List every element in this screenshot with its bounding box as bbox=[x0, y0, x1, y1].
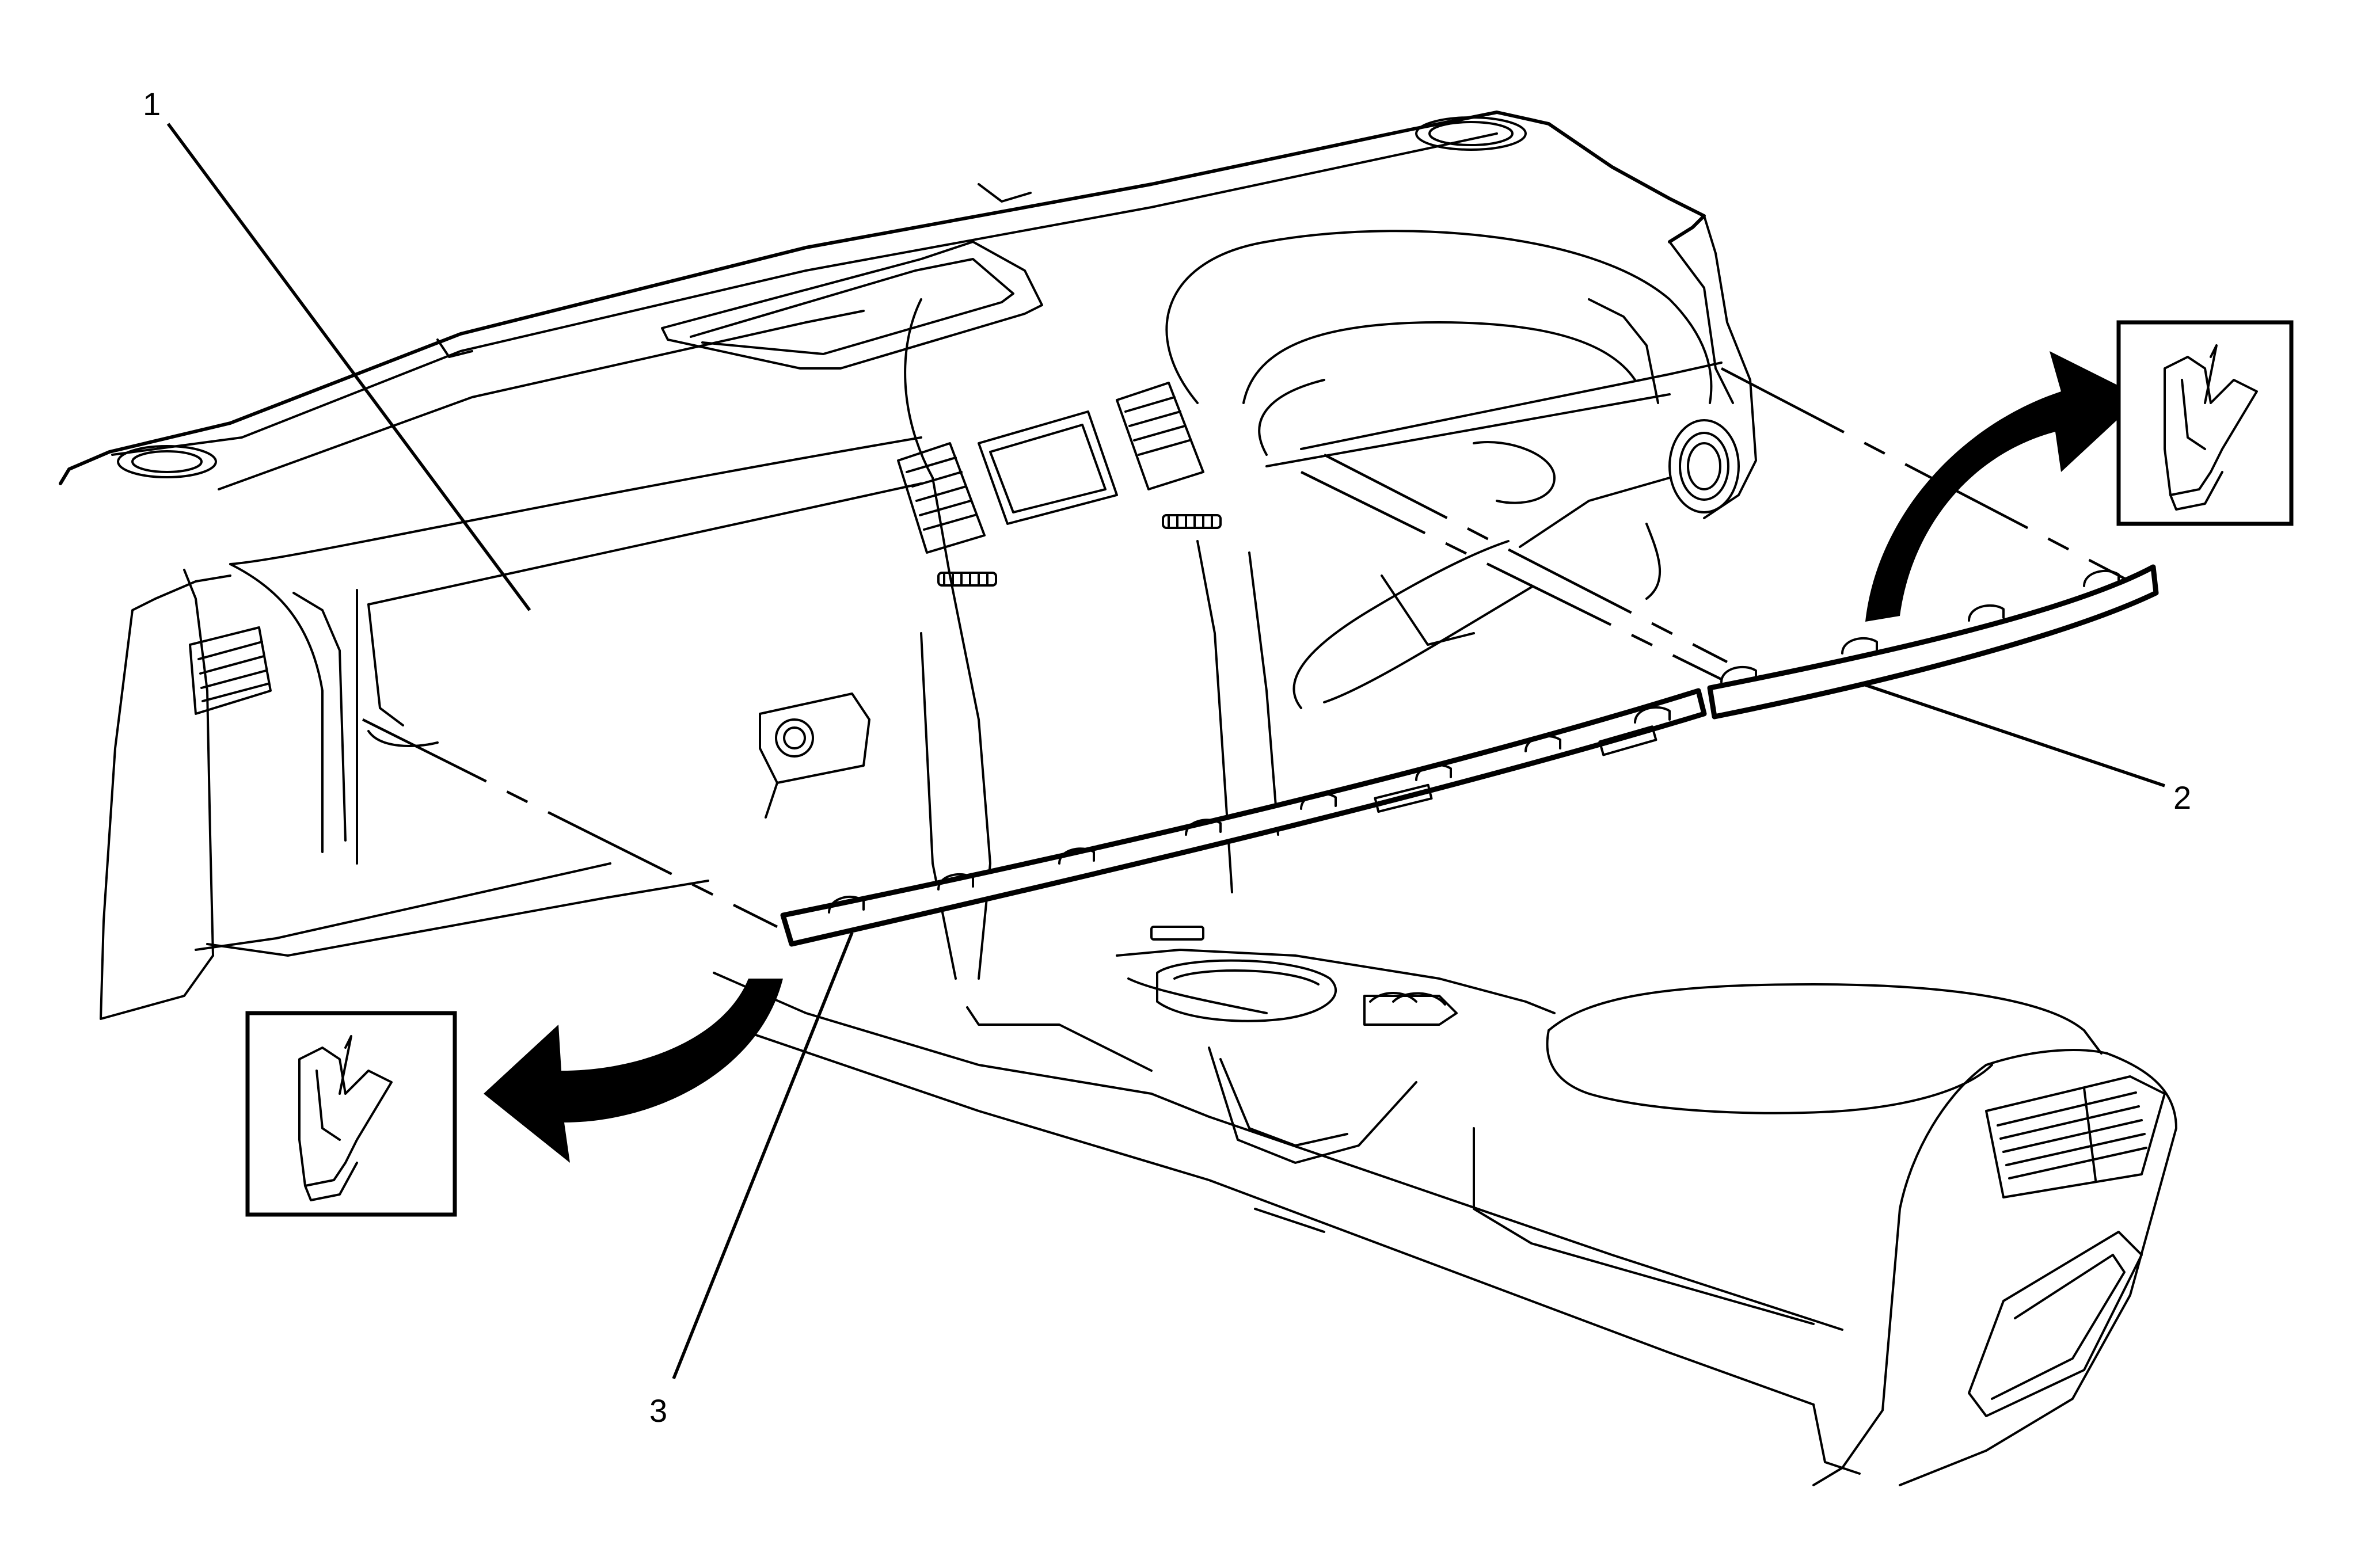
callout-3: 3 bbox=[649, 931, 854, 1429]
guide-line-left bbox=[362, 718, 778, 928]
trim-strip-center bbox=[780, 688, 1707, 947]
retaining-clip-icon-left bbox=[298, 1035, 393, 1201]
callout-1: 1 bbox=[143, 86, 531, 611]
clip-detail-box-left bbox=[245, 1011, 457, 1217]
trim-strip-right bbox=[1707, 564, 2159, 720]
guide-line-center bbox=[1301, 470, 1722, 681]
callout-label-2: 2 bbox=[2173, 779, 2191, 816]
retaining-clip-icon bbox=[2164, 344, 2258, 511]
removal-arrow-right bbox=[1865, 351, 2142, 622]
callout-label-3: 3 bbox=[649, 1392, 667, 1429]
trim-strip-right-clips bbox=[1720, 569, 2120, 683]
exploded-view-guide-lines bbox=[362, 367, 2131, 928]
center-console bbox=[1116, 926, 2177, 1486]
guide-line-right bbox=[1720, 367, 2131, 583]
removal-arrow-left bbox=[484, 979, 783, 1163]
clip-detail-box-right bbox=[2116, 320, 2294, 526]
trim-strip-center-clips bbox=[828, 706, 1671, 914]
leader-line-3 bbox=[672, 931, 854, 1380]
leader-line-1 bbox=[166, 123, 531, 611]
leader-line-2 bbox=[1865, 683, 2165, 787]
callout-label-1: 1 bbox=[143, 86, 161, 122]
callout-2: 2 bbox=[1865, 683, 2191, 816]
guide-line-center-2 bbox=[1323, 453, 1728, 664]
instrument-panel bbox=[59, 111, 1815, 1406]
